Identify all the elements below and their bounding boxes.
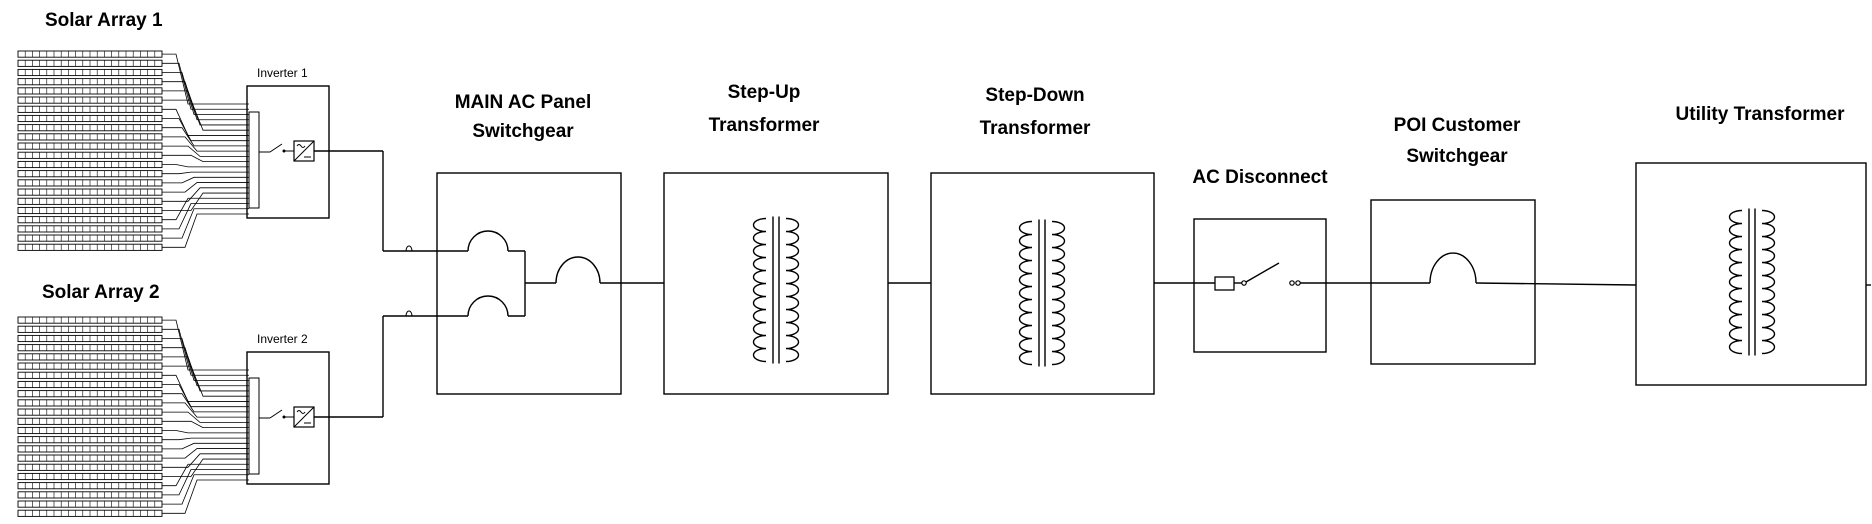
solar-array-1-row (17, 50, 249, 105)
solar-array-2-row (17, 417, 249, 429)
solar-array-1-row (17, 160, 249, 169)
feeder-1-fuse (405, 245, 413, 252)
solar-array-1-row (17, 203, 249, 233)
solar-array-2-row (17, 474, 249, 508)
inverter-2-switch (269, 409, 283, 419)
step-up-label-line2: Transformer (709, 115, 820, 136)
ac-disconnect (1193, 218, 1430, 353)
solar-array-2-row (17, 362, 249, 397)
main-panel-breaker-1 (467, 230, 509, 252)
inverter-1-combiner-bus (248, 111, 260, 209)
solar-array-1-row (17, 68, 249, 115)
step-up-transformer-box (663, 172, 889, 395)
solar-array-1-row (17, 213, 249, 251)
solar-array-1-row (17, 170, 249, 178)
utility-transformer-symbol (1728, 208, 1776, 356)
step-up-transformer-primary-coil (752, 217, 767, 363)
solar-array-1-row (17, 124, 249, 147)
solar-array-2 (17, 316, 249, 517)
step-up-label-line1: Step-Up (728, 82, 801, 103)
solar-array-2-row (17, 344, 249, 387)
inverter-2 (246, 351, 383, 485)
solar-array-2-row (17, 390, 249, 413)
main-ac-panel-label-line2: Switchgear (472, 121, 574, 142)
inverter-1 (246, 85, 383, 219)
solar-array-1-row (17, 208, 249, 242)
step-up-transformer-secondary-coil (785, 217, 800, 363)
solar-array-2-row (17, 408, 249, 423)
ac-disconnect-switch (1245, 262, 1280, 283)
solar-array-2-row (17, 371, 249, 402)
step-down-transformer (930, 172, 1155, 395)
step-down-label-line1: Step-Down (985, 85, 1084, 106)
step-up-transformer-symbol (752, 216, 800, 364)
inverter-2-combiner-bus (248, 377, 260, 475)
main-panel-main-breaker (555, 256, 601, 284)
step-down-transformer-primary-coil (1018, 220, 1033, 366)
solar-array-2-row (17, 325, 249, 376)
main-ac-panel (436, 172, 664, 395)
inverter-1-box (246, 85, 330, 219)
solar-array-2-row (17, 448, 249, 462)
solar-array-2-row (17, 316, 249, 371)
ac-disconnect-label: AC Disconnect (1192, 167, 1328, 188)
solar-array-2-label: Solar Array 2 (42, 282, 160, 303)
step-down-transformer-symbol (1018, 219, 1066, 367)
solar-array-1-row (17, 78, 249, 121)
solar-array-1-row (17, 96, 249, 131)
inverter-1-switch (269, 143, 283, 153)
solar-array-1-row (17, 176, 249, 187)
step-down-label-line2: Transformer (980, 118, 1091, 139)
main-ac-panel-label-line1: MAIN AC Panel (455, 92, 592, 113)
poi-label-line1: POI Customer (1394, 115, 1521, 136)
solar-array-1-row (17, 187, 249, 205)
step-down-transformer-secondary-coil (1051, 220, 1066, 366)
solar-array-1-row (17, 182, 249, 196)
solar-array-1-row (17, 197, 249, 224)
solar-array-1-row (17, 151, 249, 163)
inverter-1-label: Inverter 1 (257, 66, 308, 80)
poi-breaker (1429, 252, 1477, 284)
solar-array-1-row (17, 133, 249, 152)
solar-array-2-row (17, 380, 249, 408)
solar-array-2-row (17, 453, 249, 471)
solar-array-2-row (17, 469, 249, 499)
step-down-transformer-box (930, 172, 1155, 395)
solar-array-2-row (17, 399, 249, 418)
solar-array-1-row (17, 114, 249, 142)
solar-array-2-row (17, 458, 249, 481)
solar-array-1 (17, 50, 249, 251)
poi-label-line2: Switchgear (1406, 146, 1508, 167)
solar-array-2-row (17, 479, 249, 517)
solar-array-1-row (17, 59, 249, 110)
solar-array-2-row (17, 334, 249, 381)
solar-array-2-row (17, 426, 249, 435)
solar-array-1-label: Solar Array 1 (45, 10, 163, 31)
poi-customer-switchgear (1370, 199, 1637, 365)
utility-transformer-secondary-coil (1761, 209, 1776, 355)
utility-transformer-label: Utility Transformer (1676, 104, 1846, 125)
solar-array-1-row (17, 192, 249, 215)
main-panel-breaker-2 (467, 295, 509, 317)
poi-customer-switchgear-box (1370, 199, 1536, 365)
solar-array-2-row (17, 442, 249, 453)
ac-disconnect-box (1193, 218, 1327, 353)
solar-array-1-row (17, 105, 249, 136)
utility-transformer (1635, 162, 1871, 386)
utility-transformer-primary-coil (1728, 209, 1743, 355)
utility-transformer-box (1635, 162, 1867, 386)
inverter-2-box (246, 351, 330, 485)
inverter-2-label: Inverter 2 (257, 332, 308, 346)
solar-array-1-row (17, 142, 249, 157)
solar-array-2-row (17, 463, 249, 490)
feeder-2-fuse (405, 310, 413, 317)
step-up-transformer (663, 172, 889, 395)
ac-disconnect-fuse (1214, 276, 1235, 291)
solar-array-2-row (17, 436, 249, 444)
